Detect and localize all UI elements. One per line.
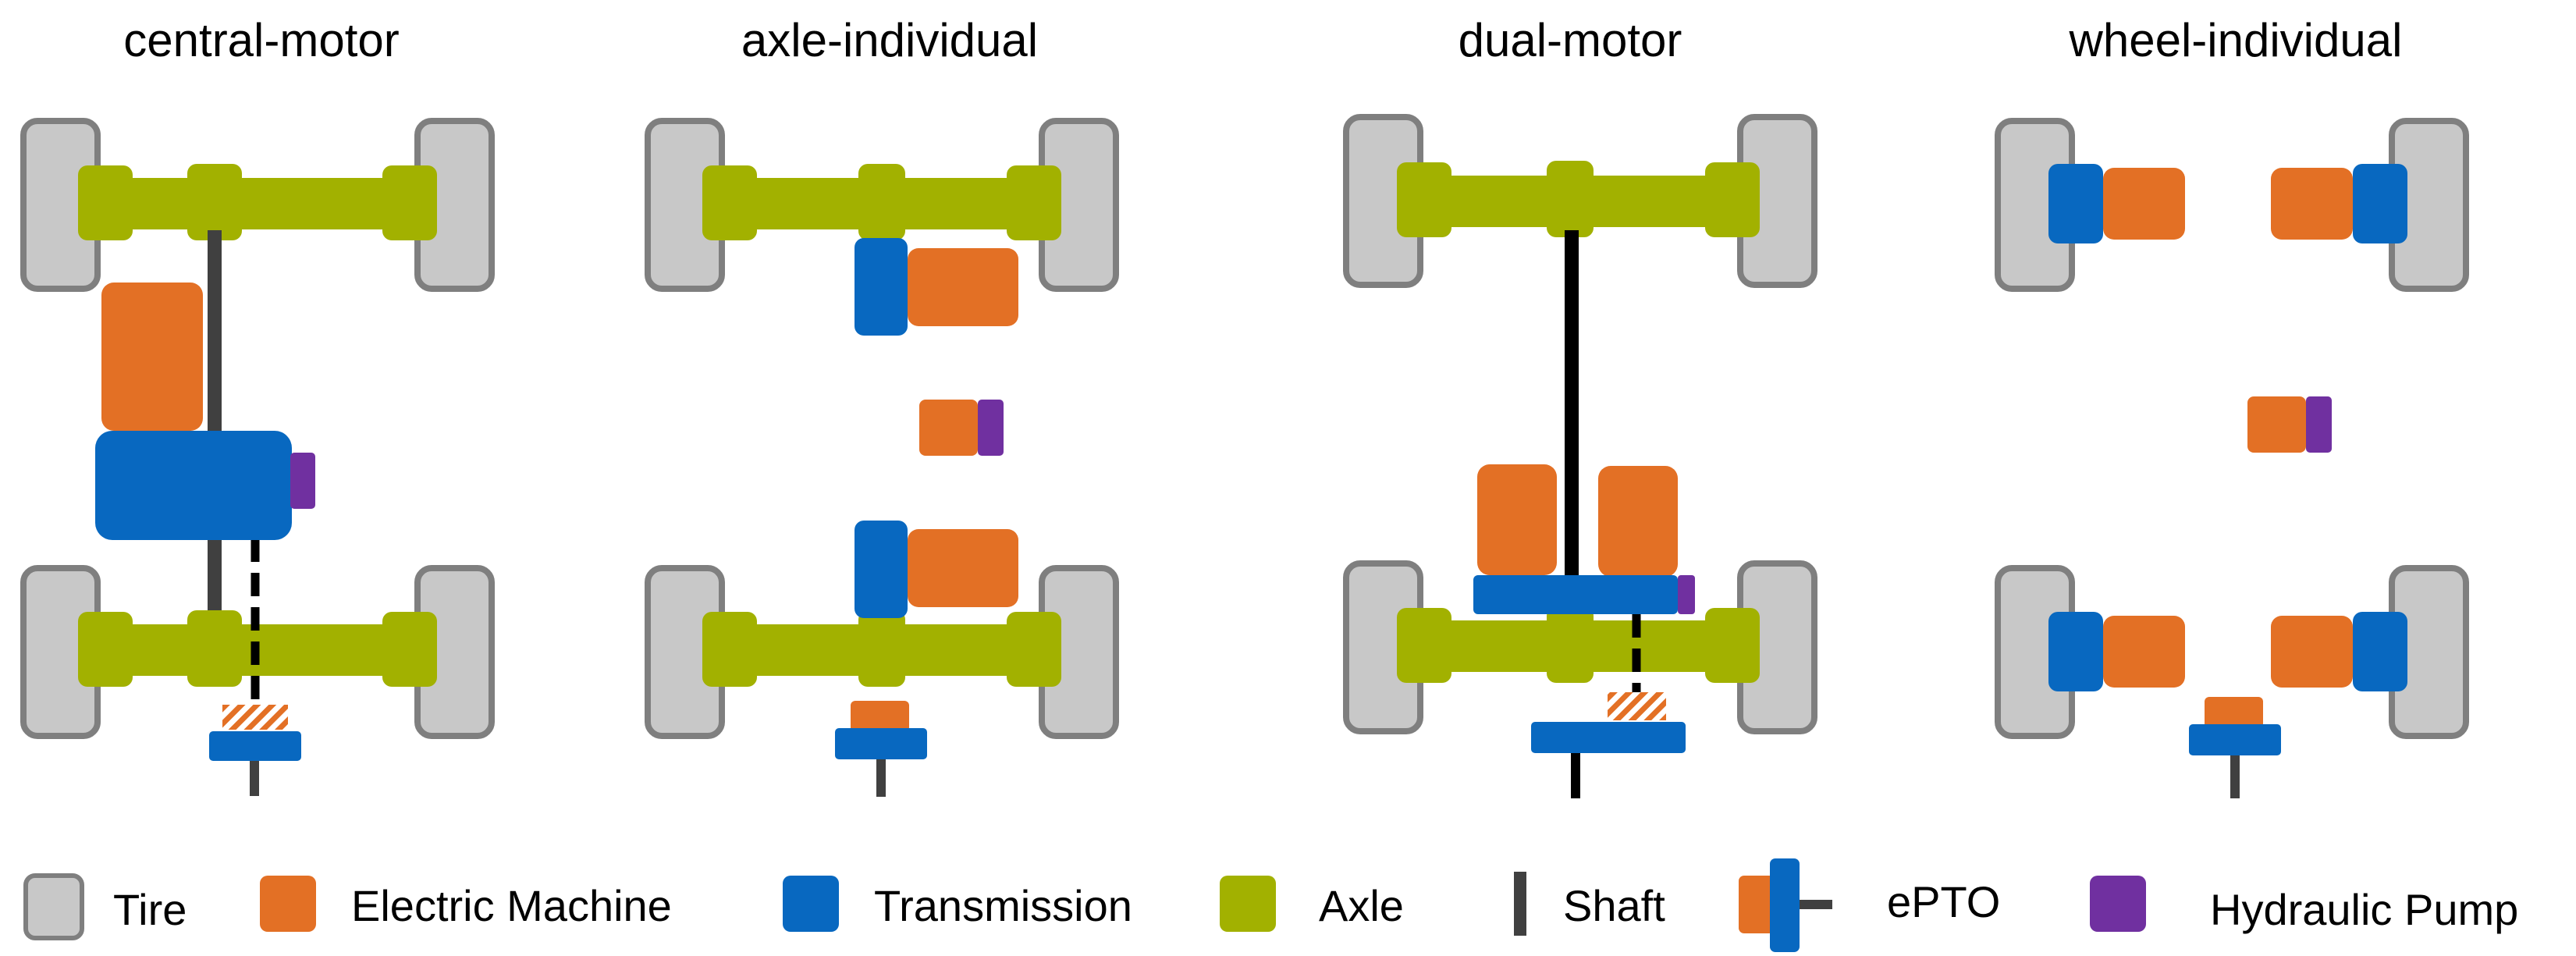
legend: Tire Electric Machine Transmission Axle … — [23, 858, 2518, 952]
epto-unit — [209, 705, 301, 796]
legend-label-hydraulic-pump: Hydraulic Pump — [2210, 885, 2518, 934]
hydraulic-pump — [2306, 396, 2332, 453]
legend-label-epto: ePTO — [1887, 877, 2000, 926]
diagram-title: wheel-individual — [2069, 14, 2403, 66]
electric-machine-swatch — [260, 876, 316, 932]
transmission — [95, 431, 292, 540]
rear-transmission — [855, 521, 908, 618]
legend-item-hydraulic-pump: Hydraulic Pump — [2090, 876, 2518, 934]
legend-label-transmission: Transmission — [874, 881, 1132, 930]
electric-machine-right — [1598, 466, 1678, 577]
legend-label-shaft: Shaft — [1563, 881, 1665, 930]
hydraulic-pump — [290, 453, 315, 509]
front-axle — [78, 164, 437, 240]
tire-swatch — [23, 873, 84, 940]
hydraulic-pump — [1678, 575, 1695, 614]
legend-item-shaft: Shaft — [1514, 872, 1665, 936]
diagram-title: central-motor — [123, 14, 399, 66]
front-right-transmission — [2353, 164, 2407, 243]
rear-right-electric-machine — [2271, 616, 2353, 688]
epto-unit — [835, 701, 927, 797]
drive-shaft — [208, 230, 222, 610]
rear-left-transmission — [2048, 612, 2103, 691]
epto-unit — [2189, 697, 2281, 798]
front-electric-machine — [908, 248, 1018, 326]
front-left-electric-machine — [2103, 168, 2185, 240]
front-transmission — [855, 238, 908, 336]
epto-hydraulic-unit — [2247, 396, 2332, 453]
legend-label-tire: Tire — [113, 885, 187, 934]
transmission-swatch — [783, 876, 839, 932]
legend-item-axle: Axle — [1220, 876, 1404, 932]
electric-machine — [101, 283, 203, 431]
diagram-wheel-individual: wheel-individual — [1995, 14, 2469, 798]
diagram-axle-individual: axle-individual — [645, 14, 1119, 797]
diagram-title: dual-motor — [1459, 14, 1682, 66]
legend-label-axle: Axle — [1319, 881, 1404, 930]
diagram-title: axle-individual — [741, 14, 1038, 66]
front-right-electric-machine — [2271, 168, 2353, 240]
legend-item-tire: Tire — [23, 873, 187, 940]
epto-electric-machine — [2247, 396, 2306, 453]
rear-axle — [702, 610, 1061, 687]
epto-swatch — [1739, 858, 1832, 952]
epto-hydraulic-unit — [919, 400, 1004, 456]
electric-machine-left — [1477, 464, 1557, 575]
epto-unit — [1531, 692, 1686, 798]
front-axle — [702, 164, 1061, 240]
diagram-dual-motor: dual-motor — [1343, 14, 1817, 798]
hydraulic-pump — [978, 400, 1004, 456]
epto-electric-machine — [919, 400, 978, 456]
legend-item-epto: ePTO — [1739, 858, 2000, 952]
transmission — [1473, 575, 1678, 614]
axle-swatch — [1220, 876, 1276, 932]
rear-axle — [1397, 606, 1760, 683]
legend-item-electric-machine: Electric Machine — [260, 876, 672, 932]
hydraulic-pump-swatch — [2090, 876, 2146, 932]
rear-right-transmission — [2353, 612, 2407, 691]
legend-label-electric-machine: Electric Machine — [351, 881, 672, 930]
rear-left-electric-machine — [2103, 616, 2185, 688]
shaft-swatch — [1514, 872, 1526, 936]
rear-electric-machine — [908, 529, 1018, 607]
diagram-central-motor: central-motor — [20, 14, 495, 796]
front-left-transmission — [2048, 164, 2103, 243]
legend-item-transmission: Transmission — [783, 876, 1132, 932]
drive-shaft — [1565, 230, 1579, 575]
front-axle — [1397, 161, 1760, 237]
